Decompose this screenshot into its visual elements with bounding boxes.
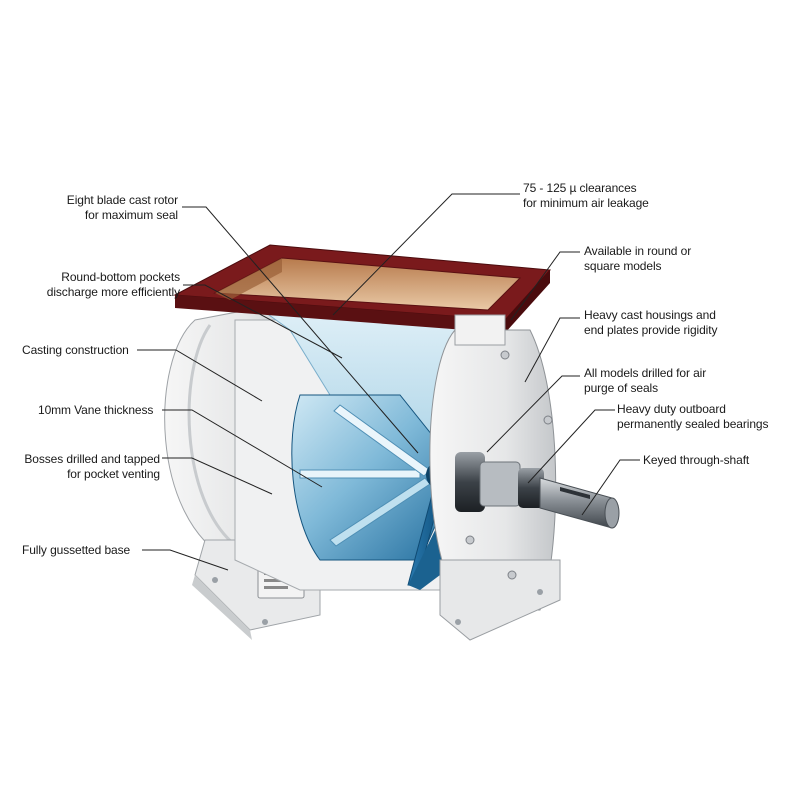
leader-vane-thickness <box>162 409 323 488</box>
leader-casting-construction <box>137 349 263 402</box>
leader-round-or-square <box>510 251 580 321</box>
leader-bosses-drilled <box>162 457 273 495</box>
leader-gussetted-base <box>142 549 229 571</box>
leader-through-shaft <box>581 459 640 516</box>
leader-eight-blade-rotor <box>182 206 419 454</box>
leader-clearances <box>332 193 520 316</box>
seal-housing <box>455 452 485 512</box>
callout-vane-thickness: 10mm Vane thickness <box>38 403 154 417</box>
inlet-flange <box>173 244 552 333</box>
leader-round-bottom-pockets <box>183 284 343 359</box>
rotor-blade <box>299 469 421 479</box>
shaft-assembly <box>455 452 620 529</box>
rotor-blade <box>333 404 431 477</box>
leader-cast-housings <box>524 317 580 383</box>
callout-casting-construction: Casting construction <box>22 343 129 357</box>
leader-outboard-bearings <box>527 409 615 484</box>
outboard-bearing <box>518 468 544 508</box>
callout-through-shaft: Keyed through-shaft <box>643 453 750 467</box>
leader-drilled-air-purge <box>486 375 580 453</box>
callout-gussetted-base: Fully gussetted base <box>22 543 131 557</box>
